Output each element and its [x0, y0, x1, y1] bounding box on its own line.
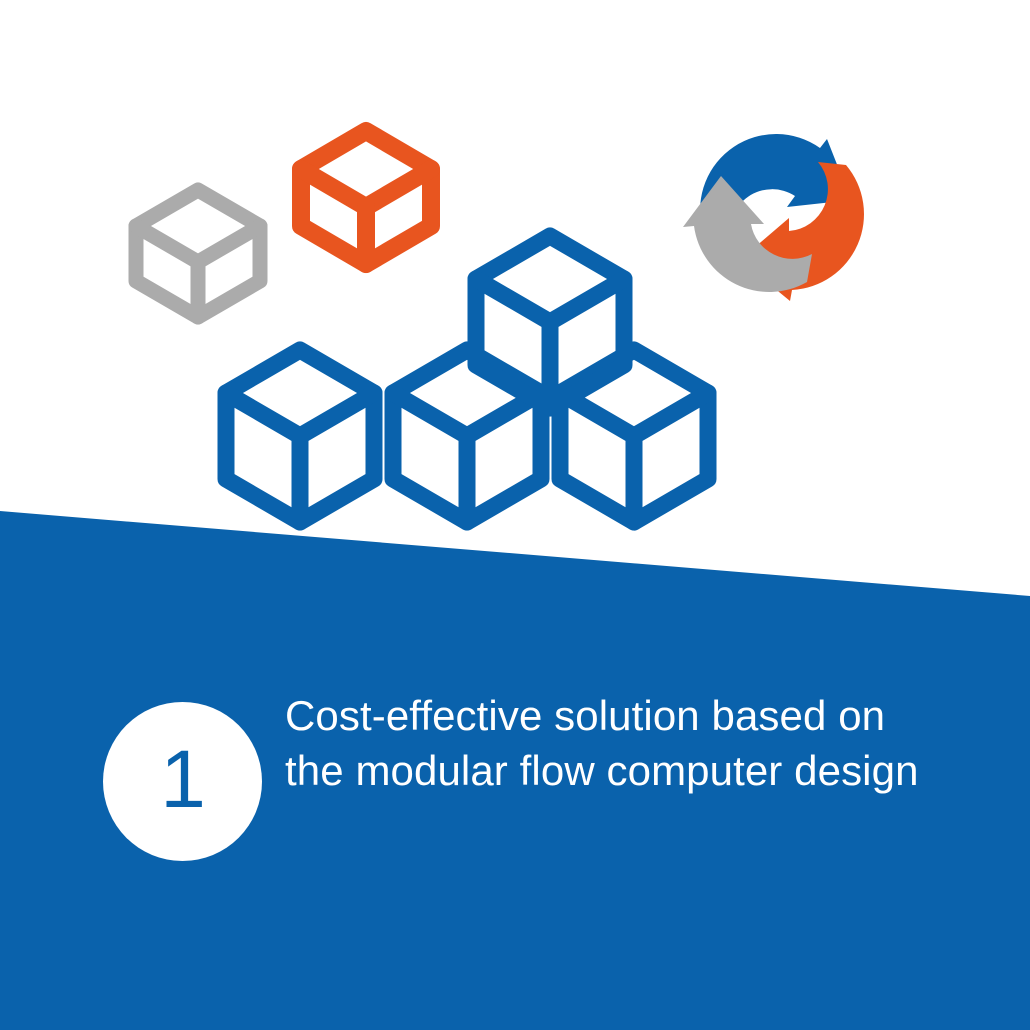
blue-arrow [700, 134, 851, 240]
gray-cube-icon [128, 182, 268, 325]
blue-cube-stack-icon [217, 227, 717, 531]
blue-cube-bottom-right [551, 341, 717, 531]
orange-cube-icon [292, 122, 440, 273]
headline-text: Cost-effective solution based on the mod… [285, 692, 919, 794]
badge-circle: 1 [103, 702, 262, 861]
blue-cube-bottom-middle [384, 341, 550, 531]
badge-number: 1 [160, 733, 206, 825]
blue-cube-top [467, 227, 633, 417]
blue-arrow-shape [700, 134, 851, 240]
band-shape [0, 511, 1030, 1030]
circular-arrows-icon [683, 134, 864, 301]
gray-arrow-shape [683, 176, 812, 292]
blue-cube-bottom-left [217, 341, 383, 531]
step-number-badge: 1 [103, 702, 262, 861]
gray-arrow [683, 176, 812, 292]
